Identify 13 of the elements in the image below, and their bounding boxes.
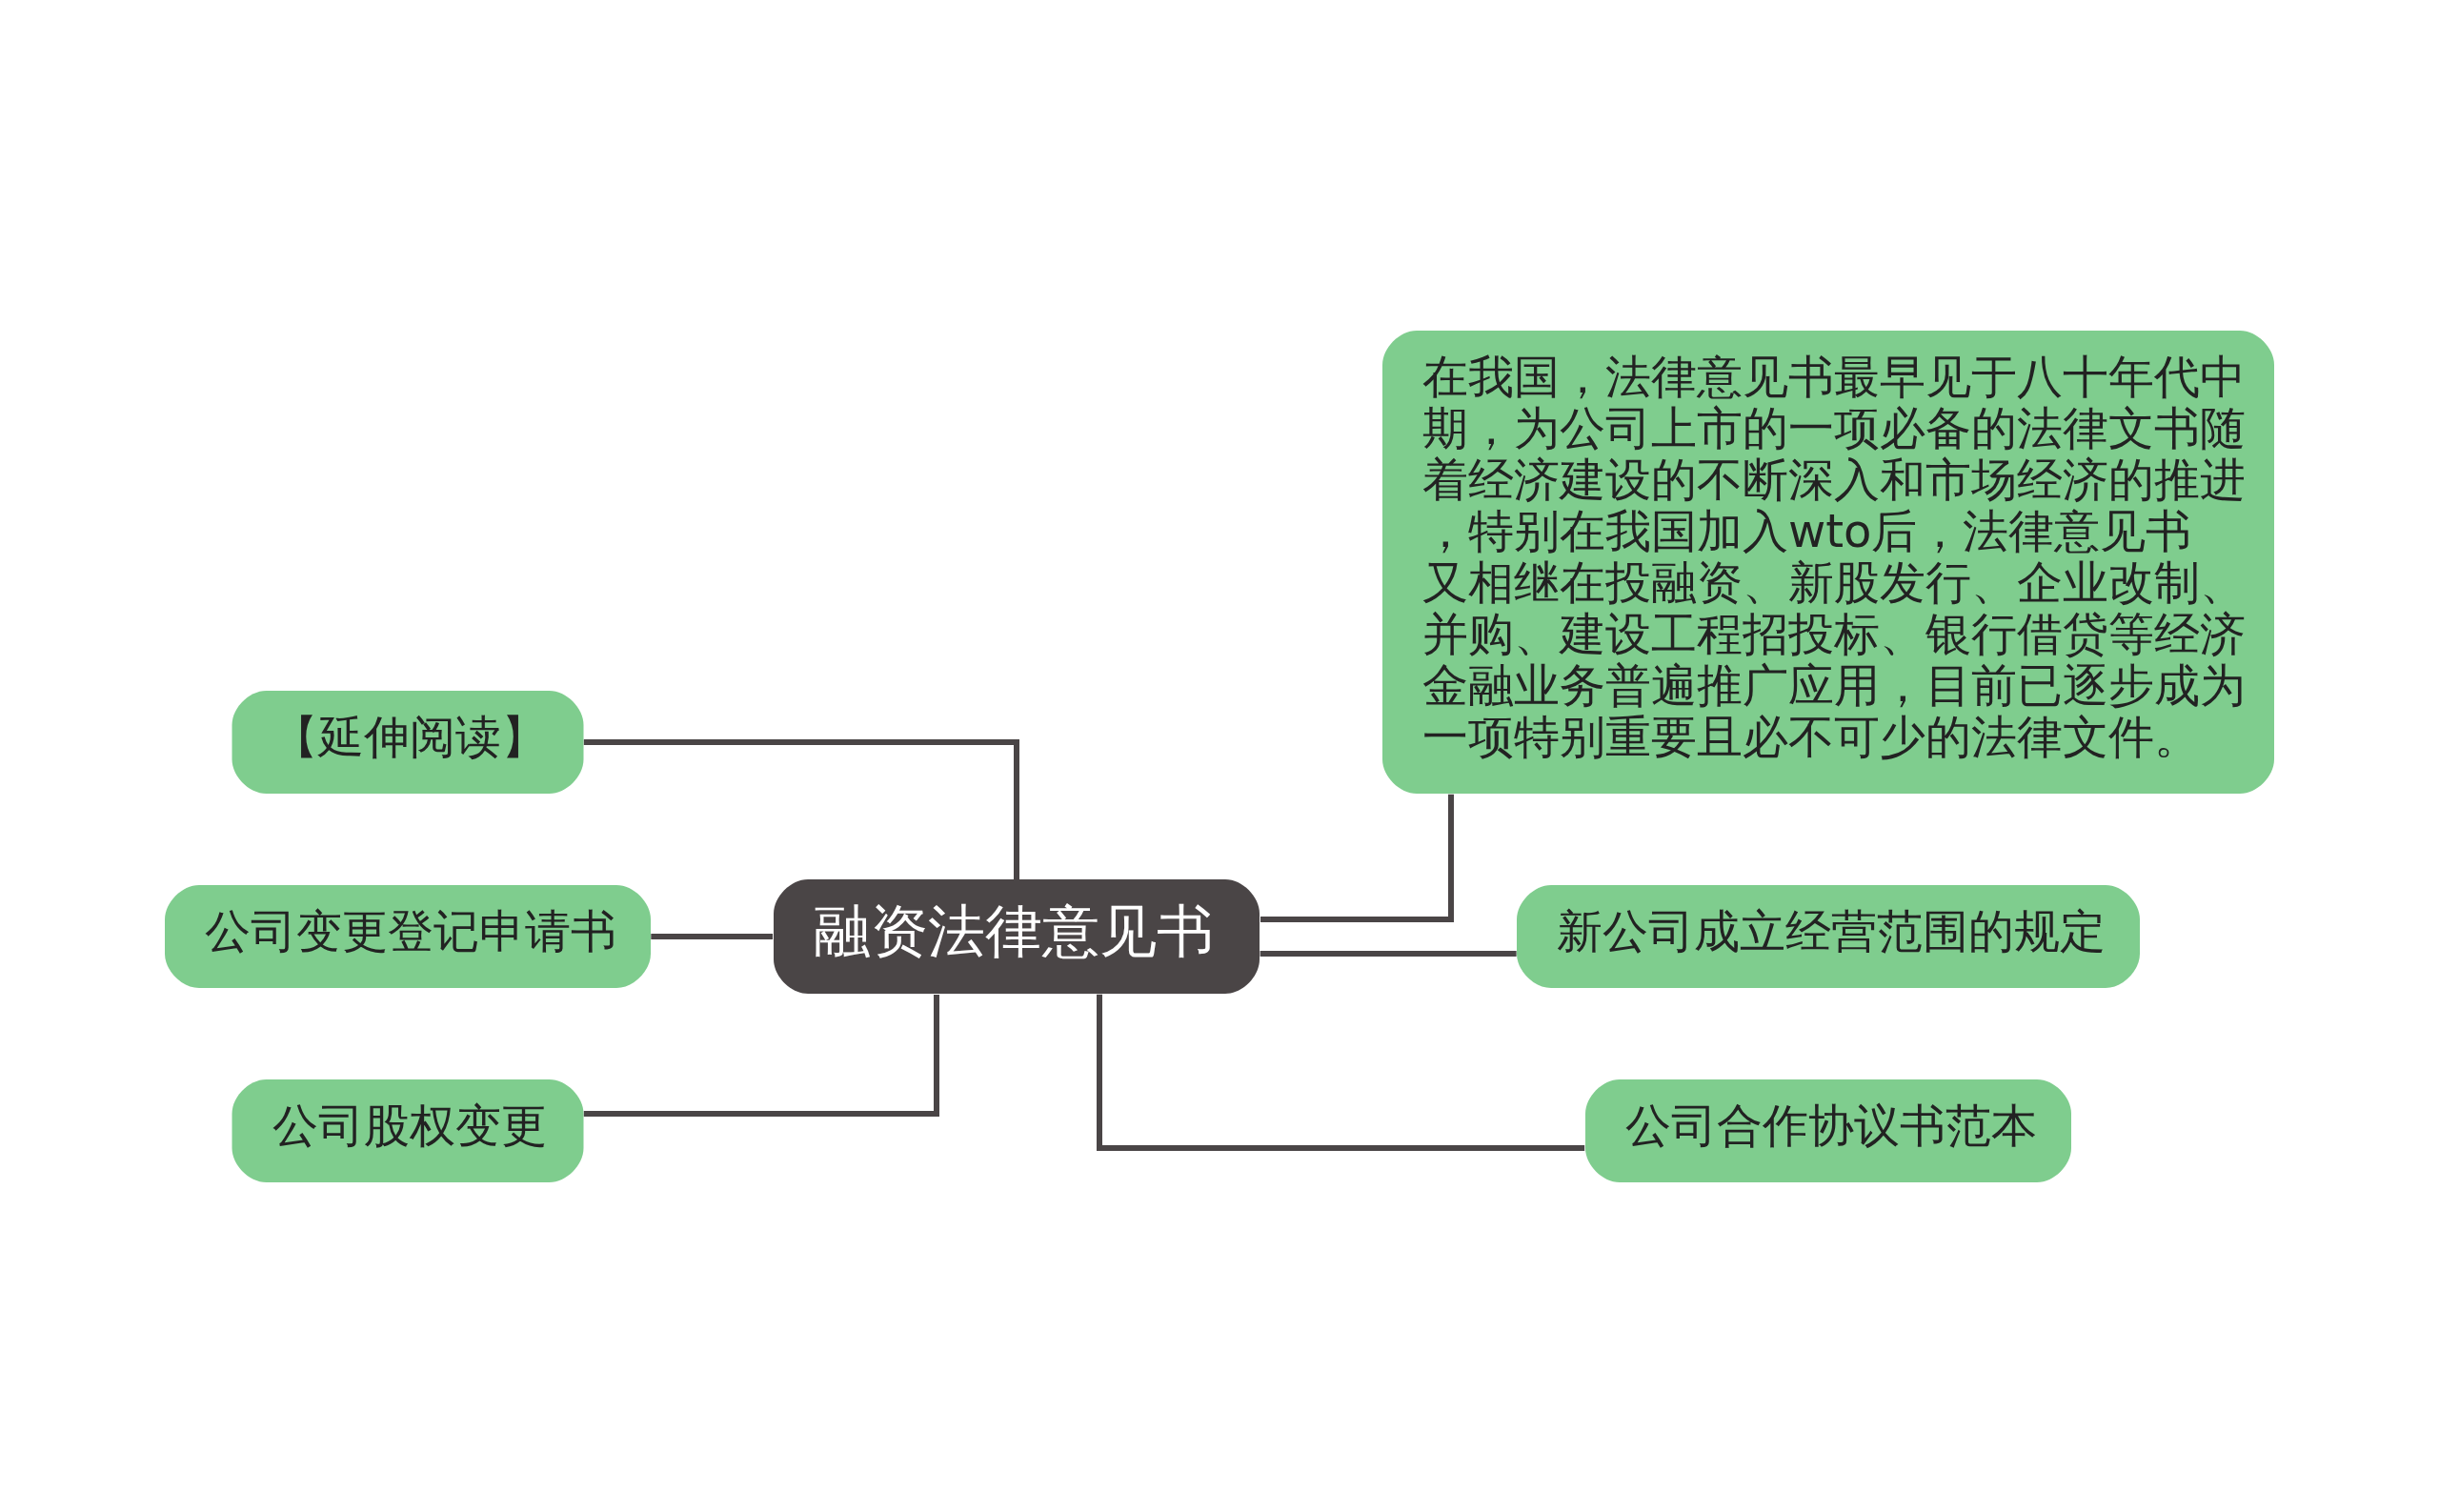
node-box: 融资法律意见书 — [774, 878, 1260, 994]
connector — [651, 933, 774, 939]
connector — [1097, 994, 1585, 1151]
node-box: 【延伸阅读】 — [232, 690, 584, 794]
connector — [1260, 950, 1517, 957]
node-box: 公司变更登记申请书 — [165, 884, 651, 988]
node-box: 公司合作协议书范本 — [1585, 1079, 2071, 1182]
connector — [583, 994, 939, 1117]
node-box: 新公司成立经营范围的规定 — [1517, 884, 2140, 988]
connector — [583, 738, 1019, 879]
connector — [1260, 794, 1454, 922]
node-box: 公司股权变更 — [232, 1079, 584, 1182]
node-box: 在我国，法律意见书最早见于八十年代中期，为公司上市的一项必备的法律文书随着经济建设的不断深入和市场经济的推进，特别在我国加入wto后，法律意见书又相继在投融资、新股发行、企业改制、并购、建设工程招投标、银行借贷等经济金融业务普遍推广应用，目前已逐步成为一项特别重要且必不可少的法律文件。 — [1382, 330, 2274, 794]
